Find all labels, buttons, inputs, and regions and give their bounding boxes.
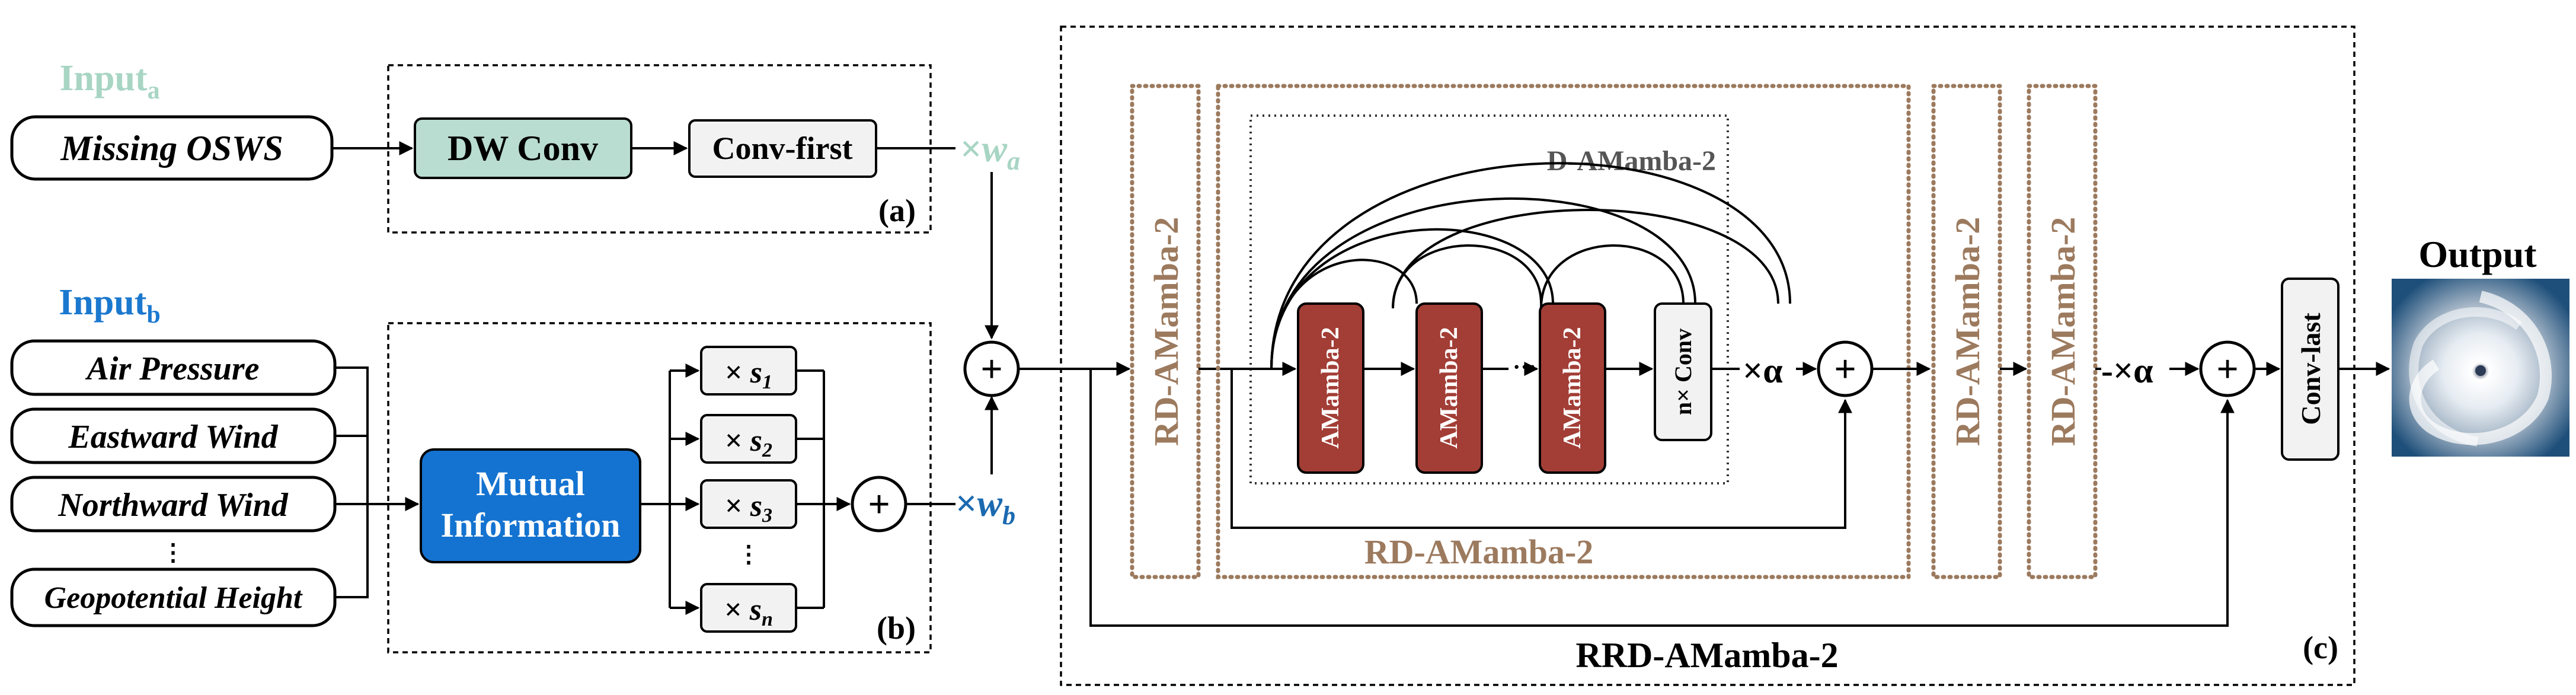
amamba-ellipsis: ··· <box>1513 353 1536 380</box>
scale-sn: × sn <box>724 593 773 630</box>
amamba-block-3-text: AMamba-2 <box>1559 327 1586 448</box>
input-air-pressure: Air Pressure <box>85 350 260 387</box>
amamba-block-2-text: AMamba-2 <box>1436 327 1463 448</box>
amamba-block-1-text: AMamba-2 <box>1317 327 1344 448</box>
tag-b: (b) <box>877 610 916 646</box>
input-northward-wind: Northward Wind <box>57 487 288 524</box>
rd-amamba-2-text: RD-AMamba-2 <box>1948 217 1987 447</box>
inner-sum-plus-sign: + <box>1834 348 1856 391</box>
rd-amamba-1-text: RD-AMamba-2 <box>1147 217 1185 447</box>
rd-amamba-expanded-label: RD-AMamba-2 <box>1364 533 1594 571</box>
n-conv-text: n× Conv <box>1670 329 1696 415</box>
amamba-block-3 <box>1539 302 1606 474</box>
output-label: Output <box>2418 233 2537 275</box>
block-c-frame <box>1060 25 2356 686</box>
branch-a: Inputa Missing OSWS DW Conv Conv-first ×… <box>10 58 1020 234</box>
branch-b: Inputb Air Pressure Eastward Wind Northw… <box>10 282 1015 653</box>
inputs-ellipsis: ⋮ <box>161 539 185 566</box>
dw-conv-text: DW Conv <box>448 129 598 168</box>
alpha-outer: -×α <box>2101 351 2153 390</box>
mutual-information-box <box>420 448 641 563</box>
mutual-information-line1: Mutual <box>476 464 585 503</box>
weight-a: ×wa <box>960 127 1020 176</box>
conv-first-text: Conv-first <box>712 130 853 166</box>
outer-sum-plus-sign: + <box>2216 348 2239 391</box>
sum-b-plus-sign: + <box>868 483 890 526</box>
scale-s1: × s1 <box>725 356 772 393</box>
input-geopotential-height: Geopotential Height <box>44 581 303 615</box>
amamba-block-1 <box>1297 302 1364 474</box>
weight-b: ×wb <box>955 482 1015 530</box>
missing-osws-text: Missing OSWS <box>60 129 283 168</box>
output: Output <box>2392 233 2569 457</box>
amamba-block-2 <box>1415 302 1483 474</box>
branch-b-frame <box>387 322 932 653</box>
scale-s3: × s3 <box>725 489 772 527</box>
center-sum: + <box>963 172 1131 474</box>
input-b-label: Inputb <box>59 282 161 329</box>
center-sum-plus-sign: + <box>980 348 1003 391</box>
d-amamba-frame <box>1249 114 1729 484</box>
rd-amamba-2-box <box>1931 84 2002 579</box>
d-amamba-label: D-AMamba-2 <box>1547 145 1716 177</box>
n-conv-box <box>1654 302 1712 441</box>
block-c: RD-AMamba-2 RD-AMamba-2 D-AMamba-2 AMamb… <box>1060 25 2390 686</box>
rd-amamba-expanded-frame <box>1216 84 1911 579</box>
scale-s2: × s2 <box>725 424 772 461</box>
scales-ellipsis: ⋮ <box>737 541 760 568</box>
mutual-information-line2: Information <box>441 506 621 544</box>
alpha-inner: ×α <box>1743 351 1783 390</box>
tag-a: (a) <box>878 193 916 228</box>
input-eastward-wind: Eastward Wind <box>68 419 278 455</box>
rd-amamba-3-box <box>2027 84 2098 579</box>
rd-amamba-3-text: RD-AMamba-2 <box>2044 217 2082 447</box>
rd-amamba-1-box <box>1130 84 1201 579</box>
conv-last-text: Conv-last <box>2296 313 2326 425</box>
rrd-amamba-title: RRD-AMamba-2 <box>1575 636 1838 675</box>
tag-c: (c) <box>2303 630 2338 665</box>
input-a-label: Inputa <box>59 58 159 104</box>
